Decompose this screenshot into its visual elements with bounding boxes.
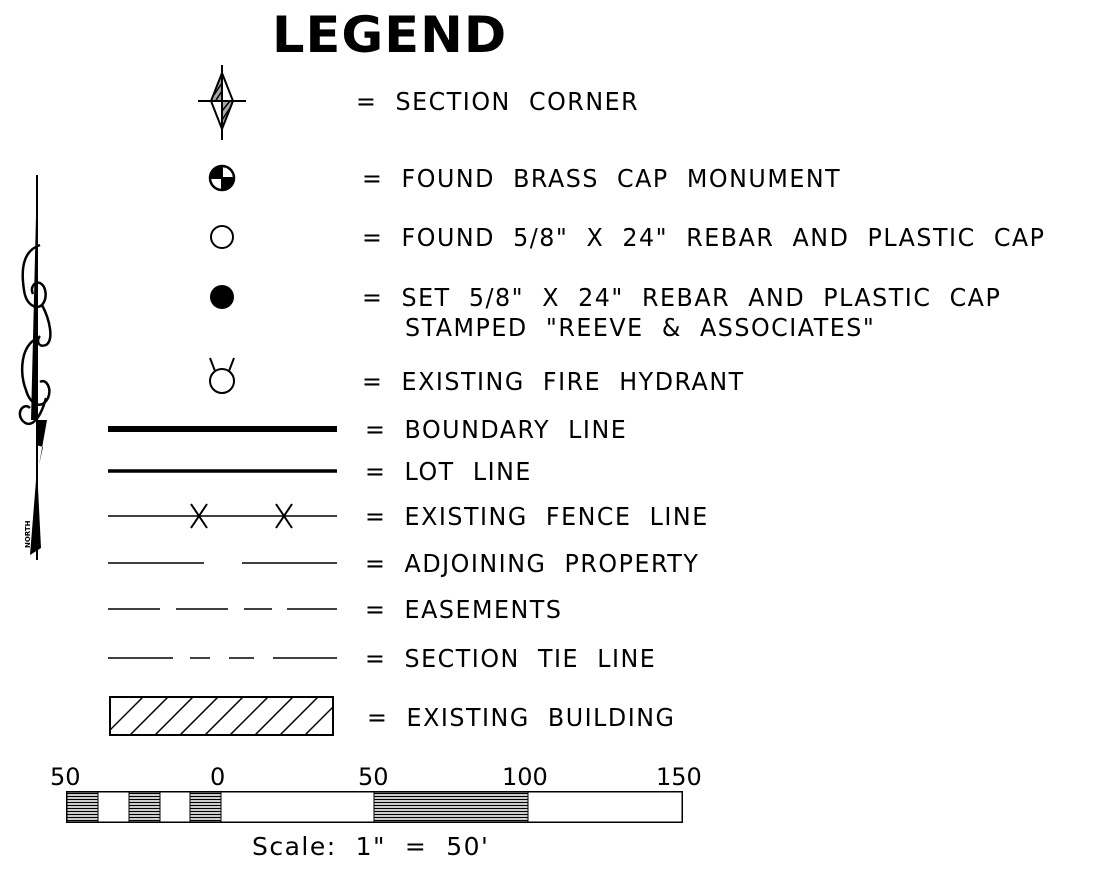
legend-label-easements: = EASEMENTS (365, 595, 563, 624)
scale-tick-label: 150 (656, 763, 702, 791)
section-corner-icon (198, 65, 246, 140)
scale-tick-label: 50 (50, 763, 81, 791)
building-hatch-icon (109, 696, 334, 736)
rebar-cap-found-icon (210, 225, 234, 249)
legend-label-section-corner: = SECTION CORNER (356, 87, 640, 116)
north-arrow-icon: NORTH (18, 175, 52, 560)
legend-label-section-tie-line: = SECTION TIE LINE (365, 644, 657, 673)
scale-tick-label: 0 (210, 763, 226, 791)
rebar-cap-set-icon (210, 285, 234, 309)
brass-cap-icon (208, 164, 236, 192)
legend-title: LEGEND (272, 6, 508, 64)
north-arrow-label: NORTH (24, 520, 32, 548)
legend-label-brass-cap: = FOUND BRASS CAP MONUMENT (362, 164, 842, 193)
fire-hydrant-icon (209, 357, 235, 394)
scale-tick-label: 100 (502, 763, 548, 791)
legend-label-existing-building: = EXISTING BUILDING (367, 703, 676, 732)
legend-label-boundary-line: = BOUNDARY LINE (365, 415, 628, 444)
legend-label-lot-line: = LOT LINE (365, 457, 532, 486)
scale-bar (66, 791, 683, 823)
legend-label-adjoining-property: = ADJOINING PROPERTY (365, 549, 700, 578)
scale-tick-label: 50 (358, 763, 389, 791)
scale-label: Scale: 1" = 50' (252, 832, 490, 861)
fence-line-icon (108, 503, 337, 529)
legend-label-fence-line: = EXISTING FENCE LINE (365, 502, 709, 531)
legend-label-set-rebar: = SET 5/8" X 24" REBAR AND PLASTIC CAP (362, 283, 1002, 312)
legend-label-found-rebar: = FOUND 5/8" X 24" REBAR AND PLASTIC CAP (362, 223, 1046, 252)
legend-label-fire-hydrant: = EXISTING FIRE HYDRANT (362, 367, 745, 396)
legend-label-set-rebar-line2: STAMPED "REEVE & ASSOCIATES" (405, 313, 876, 342)
